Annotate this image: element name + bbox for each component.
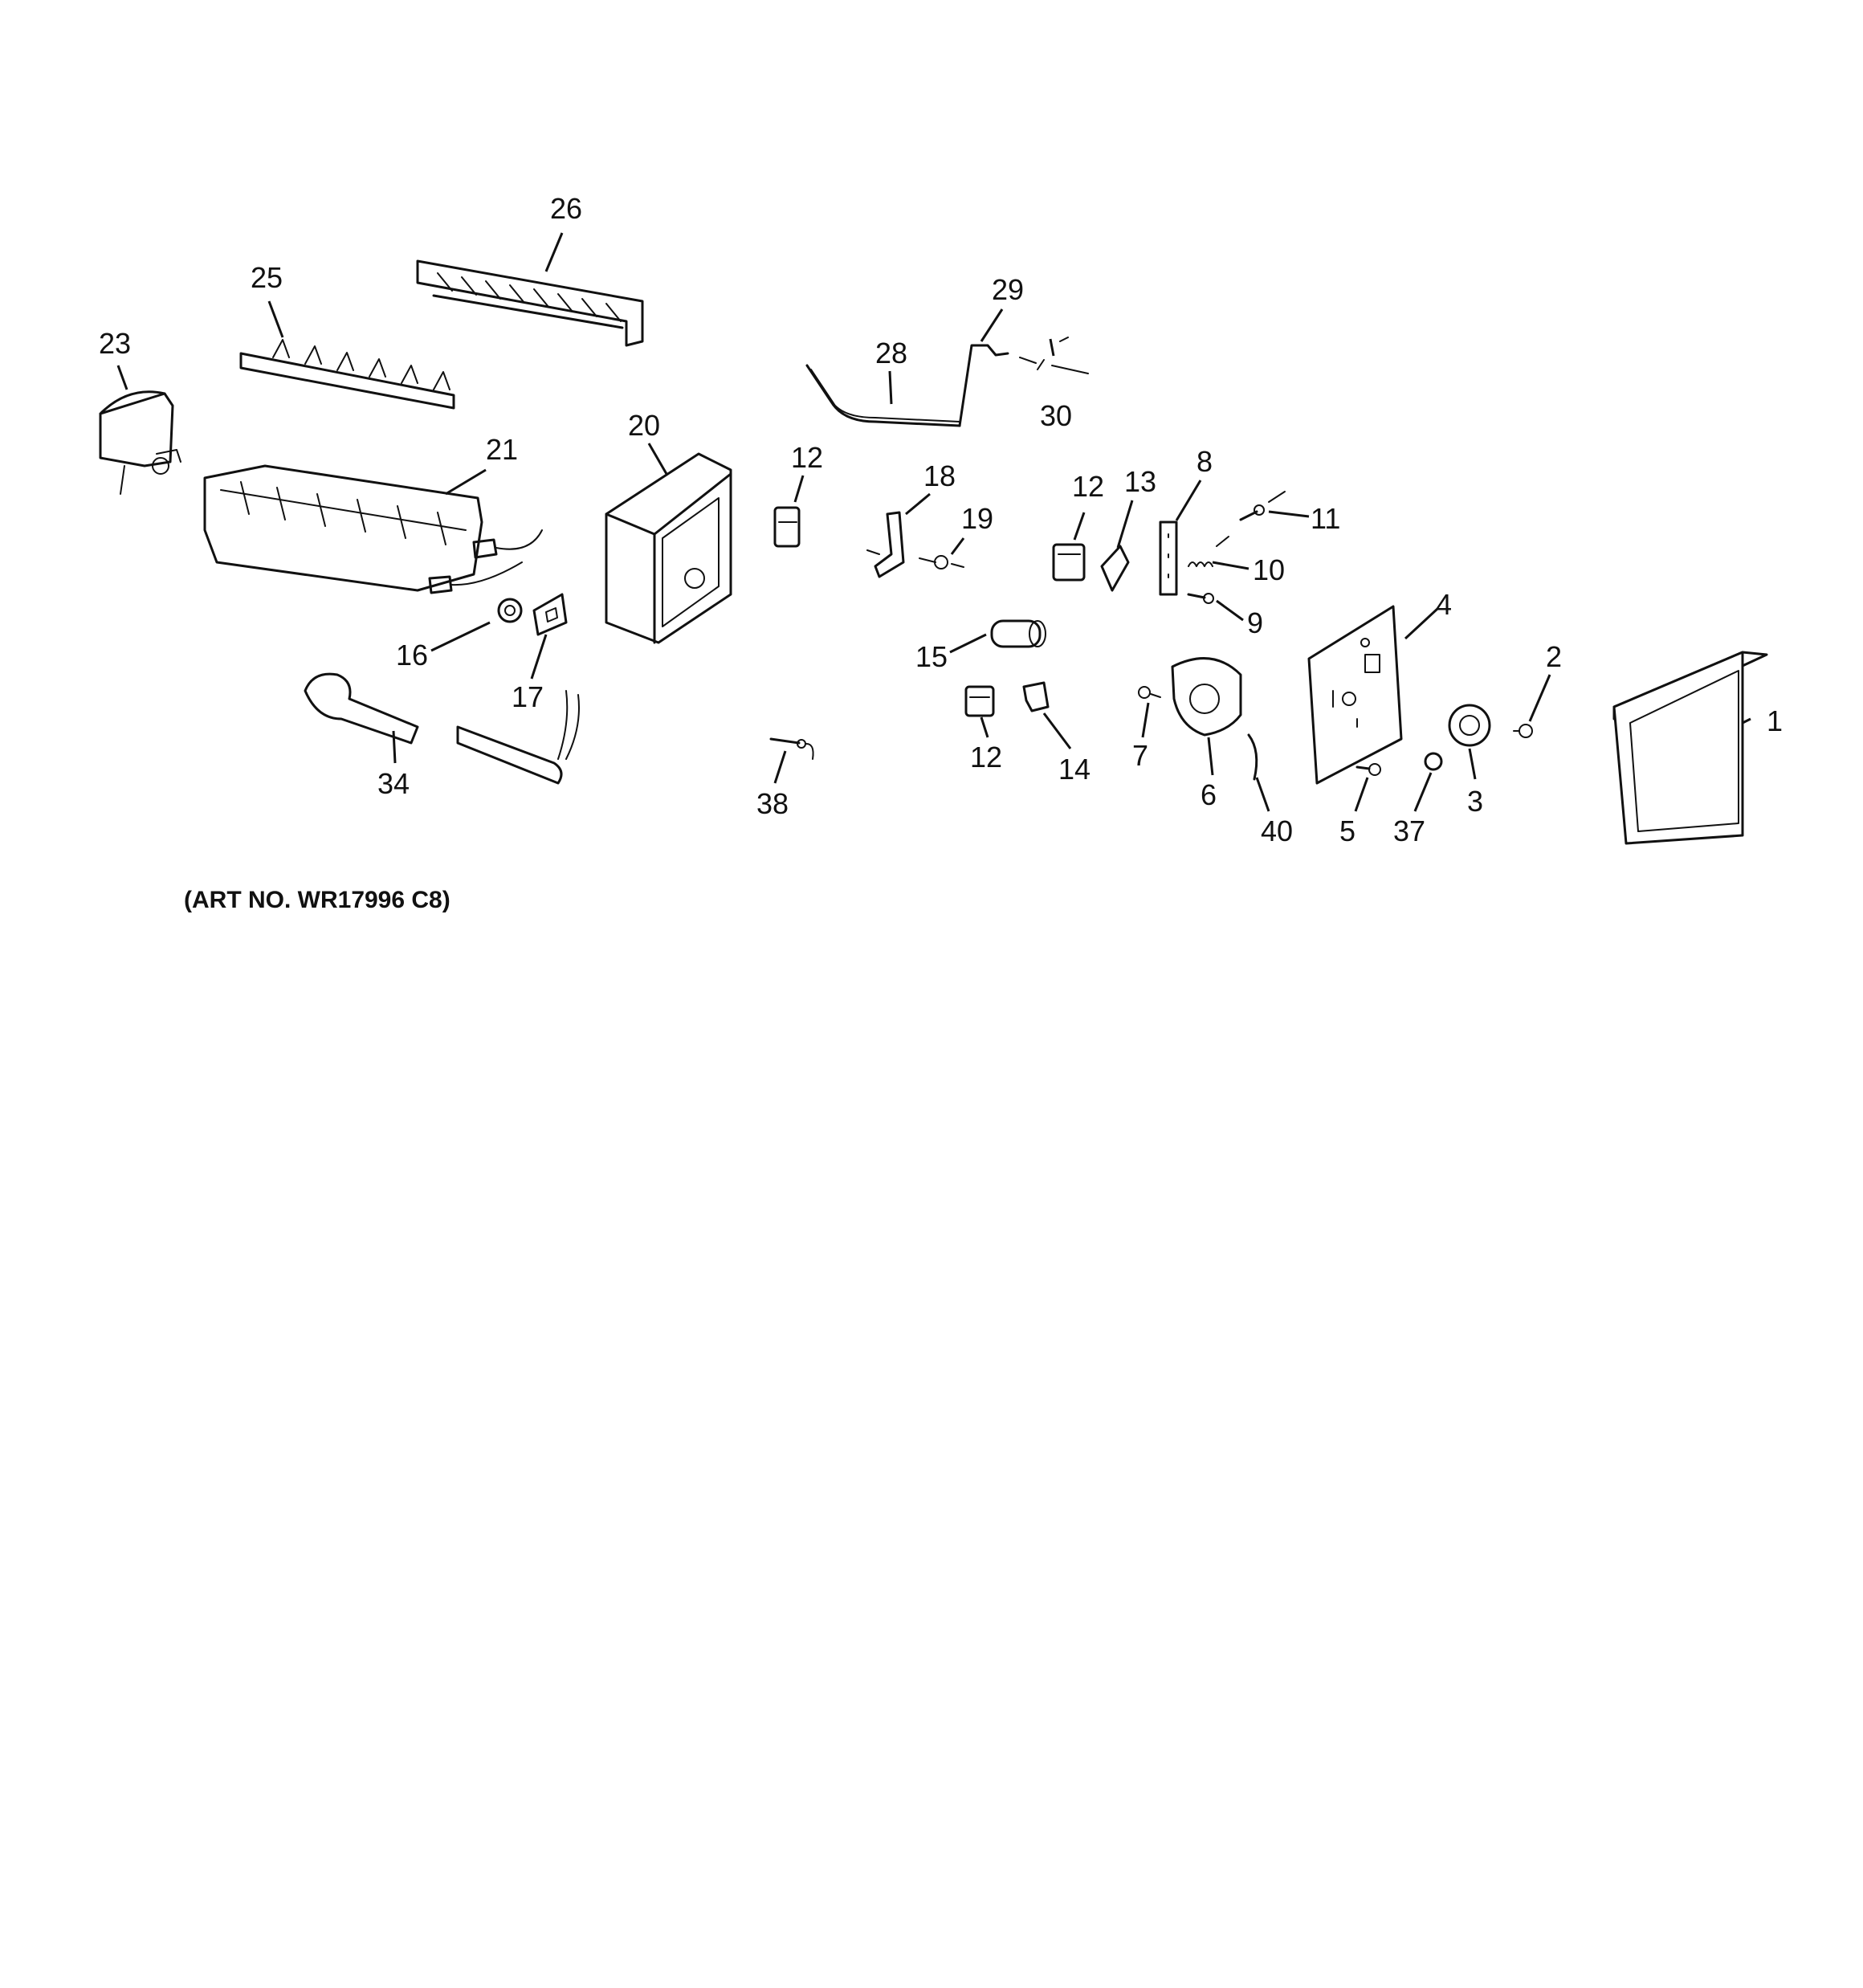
callout-1: 1 — [1767, 704, 1783, 737]
callout-29: 29 — [992, 273, 1024, 306]
part-washer-17 — [532, 593, 568, 636]
part-stripper — [416, 259, 644, 347]
callout-40: 40 — [1261, 814, 1293, 847]
callout-13: 13 — [1124, 465, 1156, 498]
callout-20: 20 — [628, 409, 660, 442]
part-front-cover — [1612, 651, 1768, 845]
callout-5: 5 — [1339, 814, 1355, 847]
part-mold — [203, 464, 543, 594]
part-screw-19 — [866, 549, 964, 569]
part-ejector — [239, 339, 455, 410]
part-screw-11 — [1239, 491, 1286, 521]
part-clip-14 — [1022, 681, 1050, 712]
part-motor — [1171, 657, 1242, 737]
callout-18: 18 — [923, 459, 956, 492]
art-number-caption: (ART NO. WR17996 C8) — [184, 887, 450, 913]
callout-34: 34 — [377, 767, 410, 800]
part-switch-c — [964, 685, 995, 717]
part-thermostat — [990, 619, 1046, 648]
part-nut-37 — [1424, 752, 1443, 771]
callout-7: 7 — [1132, 739, 1148, 772]
part-feeler-arm — [805, 344, 1009, 427]
callout-16: 16 — [396, 639, 428, 672]
leader-lines — [116, 232, 1751, 812]
part-clip-30 — [1019, 337, 1089, 374]
part-screw-5 — [1355, 763, 1381, 776]
part-thermistor — [769, 737, 814, 760]
part-screw-7 — [1138, 686, 1161, 699]
callout-30: 30 — [1040, 399, 1072, 432]
callout-38: 38 — [756, 787, 789, 820]
callout-21: 21 — [486, 433, 518, 466]
part-nut-16 — [497, 598, 523, 623]
callout-3: 3 — [1467, 785, 1483, 818]
callout-12-lower: 12 — [970, 741, 1002, 774]
callout-6: 6 — [1201, 778, 1217, 811]
callout-25: 25 — [251, 261, 283, 294]
callout-14: 14 — [1058, 753, 1090, 786]
part-bracket-8 — [1159, 520, 1178, 596]
part-wire-harness — [304, 672, 580, 785]
part-screw-2 — [1513, 724, 1533, 738]
part-wire-40 — [1247, 733, 1258, 781]
callout-12-middle: 12 — [1072, 470, 1104, 503]
callout-15: 15 — [915, 640, 948, 673]
callout-11: 11 — [1311, 502, 1340, 535]
callout-10: 10 — [1253, 553, 1285, 586]
callout-8: 8 — [1196, 445, 1213, 478]
part-housing — [605, 452, 732, 644]
part-spring — [1188, 536, 1229, 567]
part-cover — [99, 390, 181, 495]
part-gear — [1448, 704, 1491, 747]
callout-9: 9 — [1247, 606, 1263, 639]
part-mounting-plate — [1307, 605, 1403, 785]
part-switch-b — [1052, 543, 1086, 582]
callout-37: 37 — [1393, 814, 1425, 847]
callout-12-upper: 12 — [791, 441, 823, 474]
callout-4: 4 — [1436, 588, 1452, 621]
part-screw-9 — [1187, 593, 1214, 604]
callout-labels: 26 25 23 21 20 28 29 30 12 18 19 12 13 8… — [99, 192, 1783, 847]
callout-26: 26 — [550, 192, 582, 225]
part-lever — [874, 511, 905, 578]
callout-19: 19 — [961, 502, 993, 535]
callout-2: 2 — [1546, 640, 1562, 673]
part-switch-a — [773, 506, 801, 548]
callout-28: 28 — [875, 337, 907, 369]
callout-23: 23 — [99, 327, 131, 360]
part-cam — [1100, 545, 1130, 592]
callout-17: 17 — [512, 680, 544, 713]
